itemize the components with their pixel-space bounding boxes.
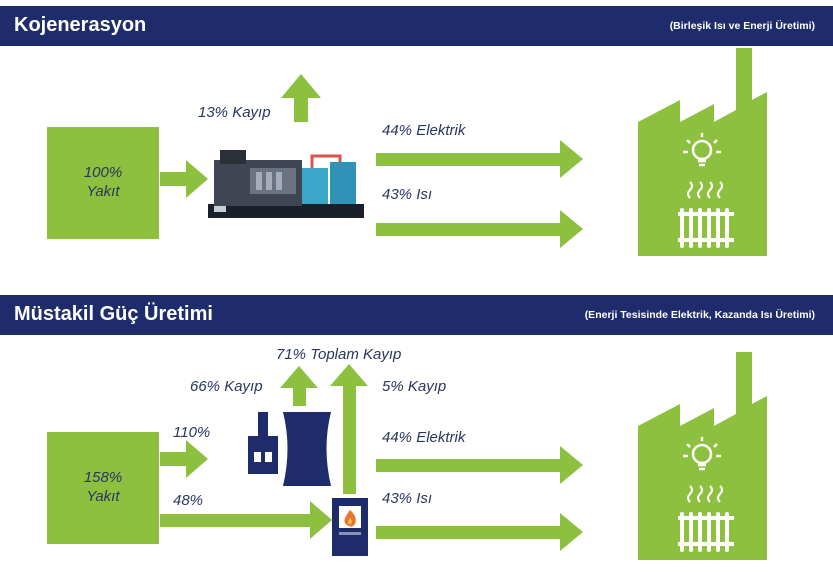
separate-heat-label: 43% Isı	[382, 490, 433, 507]
heat-waves-icon	[687, 485, 723, 503]
separate-electric-label: 44% Elektrik	[382, 429, 466, 446]
factory-icon	[638, 48, 767, 256]
arrow-right-icon	[160, 160, 208, 198]
generator-icon	[208, 150, 364, 218]
cogen-heat-label: 43% Isı	[382, 186, 433, 203]
cogen-loss-label: 13% Kayıp	[198, 104, 271, 121]
arrow-up-icon	[280, 366, 318, 406]
arrow-right-icon	[160, 501, 332, 539]
separate-plant-loss-label: 66% Kayıp	[190, 378, 263, 395]
separate-boiler-loss-label: 5% Kayıp	[382, 378, 447, 395]
arrow-right-icon	[376, 210, 583, 248]
cogen-subtitle: (Birleşik Isı ve Enerji Üretimi)	[669, 20, 815, 32]
boiler-icon	[332, 498, 368, 556]
arrow-right-icon	[376, 140, 583, 178]
separate-fuel-label: Yakıt	[86, 488, 120, 505]
power-plant-icon	[248, 412, 331, 486]
separate-to-plant-label: 110%	[173, 424, 211, 441]
cogen-fuel-box: 100% Yakıt	[47, 127, 159, 239]
separate-total-loss-label: 71% Toplam Kayıp	[276, 346, 402, 363]
separate-to-boiler-label: 48%	[173, 492, 204, 509]
arrow-up-icon	[281, 74, 321, 122]
separate-subtitle: (Enerji Tesisinde Elektrik, Kazanda Isı …	[584, 309, 815, 321]
cogen-title: Kojenerasyon	[14, 14, 147, 36]
heat-waves-icon	[687, 181, 723, 199]
radiator-icon	[678, 208, 734, 248]
cogen-electric-label: 44% Elektrik	[382, 122, 466, 139]
separate-title: Müstakil Güç Üretimi	[14, 303, 213, 325]
arrow-right-icon	[160, 440, 208, 478]
cogen-fuel-label: Yakıt	[86, 183, 120, 200]
lightbulb-icon	[683, 437, 721, 471]
cogen-header-band: Kojenerasyon (Birleşik Isı ve Enerji Üre…	[0, 6, 833, 46]
arrow-right-icon	[376, 446, 583, 484]
lightbulb-icon	[683, 133, 721, 167]
separate-fuel-box: 158% Yakıt	[47, 432, 159, 544]
arrow-up-icon	[330, 364, 368, 494]
factory-icon	[638, 352, 767, 560]
cogen-fuel-pct: 100%	[83, 164, 123, 181]
arrow-right-icon	[376, 513, 583, 551]
flame-icon	[344, 510, 356, 527]
radiator-icon	[678, 512, 734, 552]
separate-fuel-pct: 158%	[83, 469, 123, 486]
separate-header-band: Müstakil Güç Üretimi (Enerji Tesisinde E…	[0, 295, 833, 335]
